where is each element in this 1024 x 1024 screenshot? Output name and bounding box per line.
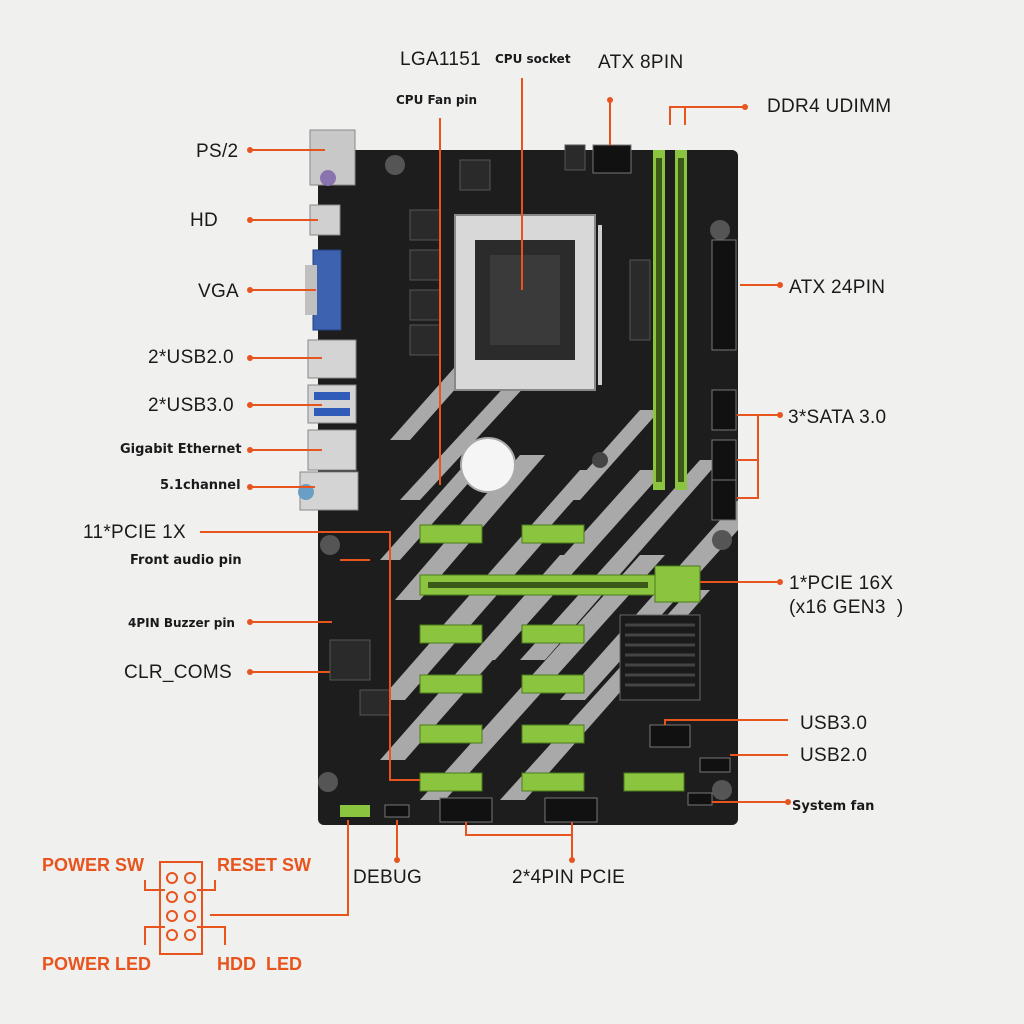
label-power-led: POWER LED	[42, 955, 151, 973]
front-panel-header	[340, 805, 370, 817]
usb20-header	[700, 758, 730, 772]
usb30-header	[650, 725, 690, 747]
label-2x-usb20: 2*USB2.0	[148, 348, 234, 367]
label-debug: DEBUG	[353, 868, 422, 887]
system-fan-header	[688, 793, 712, 805]
label-ddr4-udimm: DDR4 UDIMM	[767, 97, 891, 116]
label-2x-4pin-pcie: 2*4PIN PCIE	[512, 868, 625, 887]
cmos-battery	[461, 438, 515, 492]
front-panel-pin-diagram	[145, 862, 225, 954]
label-51-channel: 5.1channel	[160, 479, 241, 492]
label-hd: HD	[190, 211, 218, 230]
atx-24pin-connector	[712, 240, 736, 350]
label-cpu-fan-pin: CPU Fan pin	[396, 94, 477, 106]
label-11x-pcie-1x: 11*PCIE 1X	[83, 523, 186, 542]
label-lga1151: LGA1151	[400, 50, 481, 69]
label-usb20: USB2.0	[800, 746, 867, 765]
sata-ports	[712, 390, 736, 520]
label-power-sw: POWER SW	[42, 856, 144, 874]
label-ps2: PS/2	[196, 142, 238, 161]
label-pcie-16x: 1*PCIE 16X	[789, 574, 893, 593]
label-reset-sw: RESET SW	[217, 856, 311, 874]
label-gigabit-ethernet: Gigabit Ethernet	[120, 443, 242, 456]
label-vga: VGA	[198, 282, 239, 301]
label-usb30: USB3.0	[800, 714, 867, 733]
label-front-audio-pin: Front audio pin	[130, 554, 242, 567]
label-3x-sata: 3*SATA 3.0	[788, 408, 886, 427]
label-atx-24pin: ATX 24PIN	[789, 278, 885, 297]
label-pcie-16x-gen: (x16 GEN3 )	[789, 598, 903, 617]
atx-8pin-connector	[593, 145, 631, 173]
cpu-socket	[455, 215, 600, 390]
label-2x-usb30: 2*USB3.0	[148, 396, 234, 415]
label-hdd-led: HDD LED	[217, 955, 302, 973]
motherboard-pcb	[318, 145, 738, 825]
label-system-fan: System fan	[792, 800, 874, 813]
label-atx-8pin: ATX 8PIN	[598, 53, 683, 72]
label-buzzer-pin: 4PIN Buzzer pin	[128, 617, 235, 629]
label-cpu-socket: CPU socket	[495, 53, 571, 65]
chipset-heatsink	[620, 615, 700, 700]
debug-header	[385, 805, 409, 817]
label-clr-coms: CLR_COMS	[124, 663, 232, 682]
